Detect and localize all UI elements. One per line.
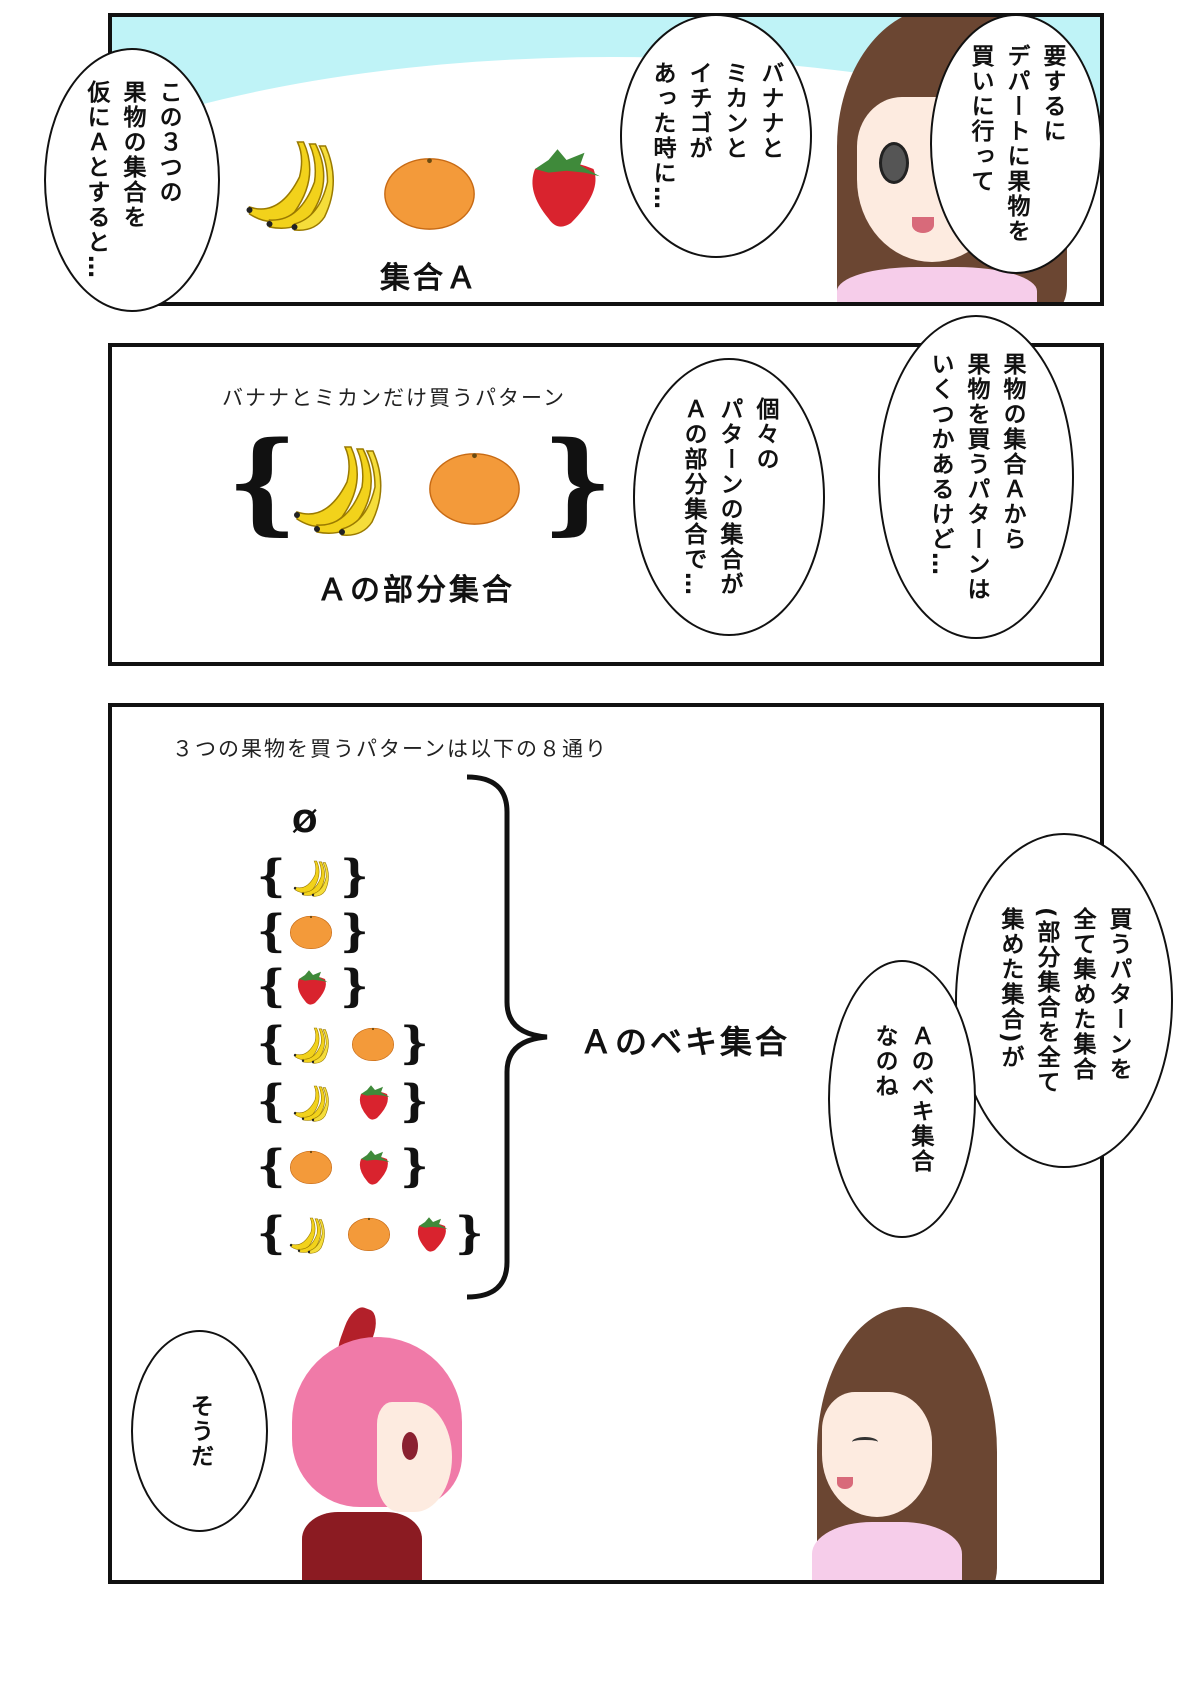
left-brace: {	[227, 417, 298, 546]
right-brace: }	[542, 417, 613, 546]
strawberry-icon	[409, 1214, 453, 1254]
right-brace: }	[455, 1208, 484, 1259]
empty-set-symbol: Ø	[292, 804, 318, 840]
left-brace: {	[257, 961, 286, 1012]
shirt	[302, 1512, 422, 1580]
subset-row: {}	[257, 962, 369, 1012]
brown-hair-girl	[812, 1307, 1012, 1580]
orange-icon	[347, 1214, 391, 1254]
big-right-brace	[466, 774, 548, 1300]
subset-row: {}	[257, 1077, 429, 1127]
speech-bubble-patterns: 果物の集合Ａから 果物を買うパターンは いくつかあるけど…	[878, 315, 1074, 639]
right-brace: }	[400, 1141, 429, 1192]
speech-bubble-fruits: バナナと ミカンと イチゴが あった時に…	[620, 14, 812, 258]
subset-row: {}	[257, 1019, 429, 1069]
left-brace: {	[257, 1208, 286, 1259]
orange-icon	[382, 155, 477, 231]
eye	[402, 1432, 418, 1460]
left-brace: {	[257, 1141, 286, 1192]
strawberry-icon	[517, 137, 607, 237]
subset-label: Ａの部分集合	[317, 573, 515, 608]
banana-icon	[289, 857, 333, 897]
right-brace: }	[400, 1076, 429, 1127]
power-set-label: Ａのベキ集合	[580, 1023, 791, 1061]
subset-caption: バナナとミカンだけ買うパターン	[222, 386, 566, 410]
banana-icon	[285, 1214, 329, 1254]
speech-bubble-department: 要するに デパートに果物を 買いに行って	[930, 14, 1102, 274]
set-a-label: 集合Ａ	[380, 261, 479, 296]
mouth	[912, 217, 934, 233]
power-set-caption: ３つの果物を買うパターンは以下の８通り	[172, 737, 608, 761]
banana-icon	[289, 1082, 333, 1122]
orange-icon	[289, 912, 333, 952]
subset-list: Ø{}{}{}{}{}{}{}	[257, 797, 487, 1257]
right-brace: }	[400, 1018, 429, 1069]
subset-row: {}	[257, 907, 369, 957]
strawberry-icon	[351, 1082, 395, 1122]
mouth	[837, 1477, 853, 1489]
banana-icon	[237, 132, 342, 232]
speech-bubble-collection: 買うパターンを 全て集めた集合 (部分集合を全て 集めた集合)が	[955, 833, 1173, 1168]
strawberry-icon	[289, 967, 333, 1007]
orange-icon	[351, 1024, 395, 1064]
closed-eye	[852, 1437, 878, 1447]
face	[822, 1392, 932, 1517]
banana-icon	[287, 437, 387, 537]
subset-row: {}	[257, 852, 369, 902]
panel-3: ３つの果物を買うパターンは以下の８通り Ø{}{}{}{}{}{}{} Ａのベキ…	[108, 703, 1104, 1584]
right-brace: }	[340, 851, 369, 902]
right-brace: }	[340, 906, 369, 957]
subset-row: {}	[257, 1209, 484, 1259]
left-brace: {	[257, 851, 286, 902]
speech-bubble-subset: 個々の パターンの集合が Ａの部分集合で…	[633, 358, 825, 636]
subset-row: {}	[257, 1142, 429, 1192]
right-brace: }	[340, 961, 369, 1012]
speech-bubble-power-set: Ａのベキ集合 なのね	[828, 960, 976, 1238]
strawberry-icon	[351, 1147, 395, 1187]
subset-row: Ø	[257, 797, 318, 847]
pink-hair-girl	[282, 1303, 472, 1580]
eye	[879, 142, 909, 184]
shirt	[812, 1522, 962, 1580]
banana-icon	[289, 1024, 333, 1064]
left-brace: {	[257, 906, 286, 957]
left-brace: {	[257, 1076, 286, 1127]
left-brace: {	[257, 1018, 286, 1069]
speech-bubble-set-a: この３つの 果物の集合を 仮にＡとすると…	[44, 48, 220, 312]
speech-bubble-thats-right: そうだ	[131, 1330, 268, 1532]
orange-icon	[289, 1147, 333, 1187]
orange-icon	[427, 447, 522, 529]
